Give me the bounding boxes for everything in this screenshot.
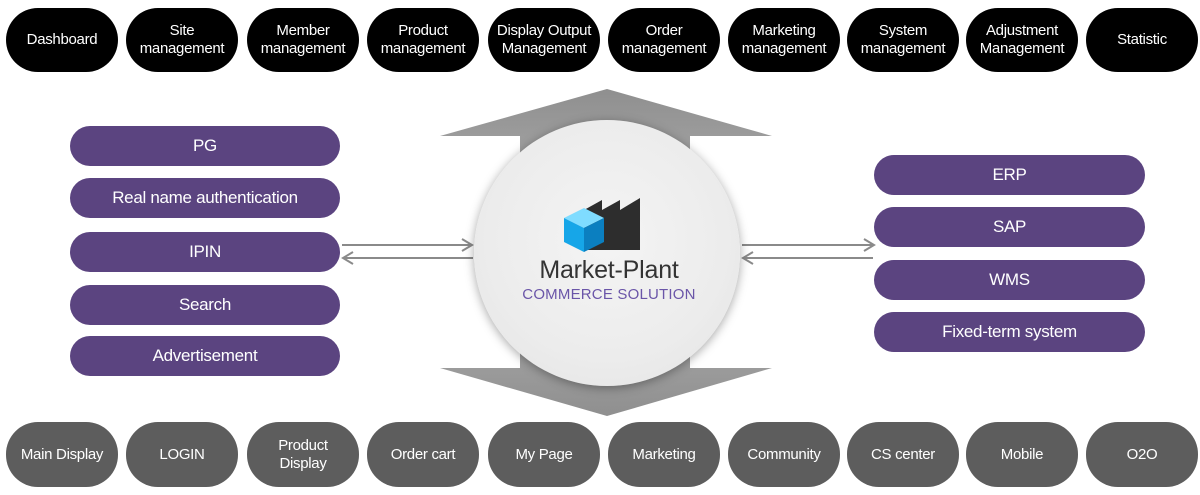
top-management-menu: Dashboard Site management Member managem… xyxy=(0,8,1200,72)
system-wms[interactable]: WMS xyxy=(874,260,1145,300)
feature-cs-center[interactable]: CS center xyxy=(847,422,959,487)
system-erp[interactable]: ERP xyxy=(874,155,1145,195)
nav-site-management[interactable]: Site management xyxy=(126,8,238,72)
feature-o2o[interactable]: O2O xyxy=(1086,422,1198,487)
service-search[interactable]: Search xyxy=(70,285,340,325)
feature-order-cart[interactable]: Order cart xyxy=(367,422,479,487)
feature-community[interactable]: Community xyxy=(728,422,840,487)
feature-login[interactable]: LOGIN xyxy=(126,422,238,487)
service-ipin[interactable]: IPIN xyxy=(70,232,340,272)
nav-product-management[interactable]: Product management xyxy=(367,8,479,72)
front-feature-menu: Main Display LOGIN Product Display Order… xyxy=(0,422,1200,487)
brand-subtitle: COMMERCE SOLUTION xyxy=(522,286,696,303)
feature-marketing[interactable]: Marketing xyxy=(608,422,720,487)
nav-display-output-management[interactable]: Display Output Management xyxy=(488,8,600,72)
nav-member-management[interactable]: Member management xyxy=(247,8,359,72)
center-hub-circle xyxy=(474,120,740,386)
nav-marketing-management[interactable]: Marketing management xyxy=(728,8,840,72)
feature-my-page[interactable]: My Page xyxy=(488,422,600,487)
nav-dashboard[interactable]: Dashboard xyxy=(6,8,118,72)
system-fixed-term[interactable]: Fixed-term system xyxy=(874,312,1145,352)
feature-main-display[interactable]: Main Display xyxy=(6,422,118,487)
system-sap[interactable]: SAP xyxy=(874,207,1145,247)
service-real-name-authentication[interactable]: Real name authentication xyxy=(70,178,340,218)
feature-mobile[interactable]: Mobile xyxy=(966,422,1078,487)
nav-adjustment-management[interactable]: Adjustment Management xyxy=(966,8,1078,72)
service-advertisement[interactable]: Advertisement xyxy=(70,336,340,376)
nav-order-management[interactable]: Order management xyxy=(608,8,720,72)
factory-cube-icon xyxy=(564,198,640,252)
service-pg[interactable]: PG xyxy=(70,126,340,166)
nav-system-management[interactable]: System management xyxy=(847,8,959,72)
nav-statistic[interactable]: Statistic xyxy=(1086,8,1198,72)
feature-product-display[interactable]: Product Display xyxy=(247,422,359,487)
brand-name: Market-Plant xyxy=(539,256,679,284)
